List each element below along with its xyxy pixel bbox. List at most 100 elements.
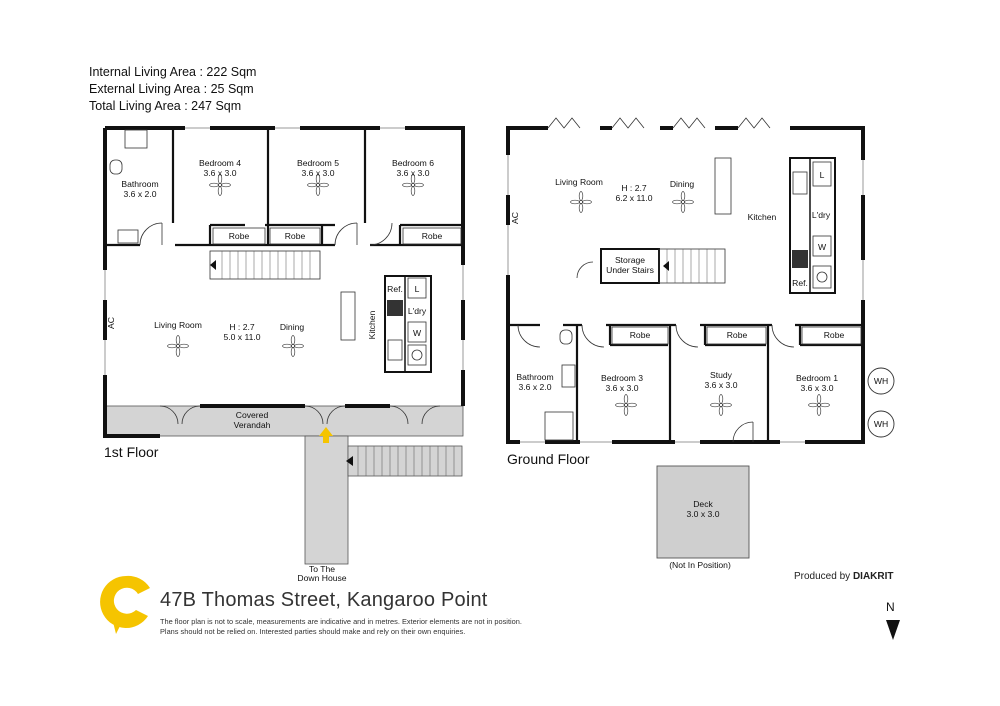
living-dim: 6.2 x 11.0	[615, 193, 652, 203]
sink-icon	[792, 171, 808, 195]
to-the-label: To The	[309, 564, 335, 574]
first-floor-plan: Bathroom 3.6 x 2.0 Bedroom 4 3.6 x 3.0 B…	[103, 126, 465, 583]
bedroom1-label: Bedroom 1	[796, 373, 838, 383]
robe-label: Robe	[422, 231, 443, 241]
internal-stair-treads	[221, 251, 311, 279]
living-dim: 5.0 x 11.0	[223, 332, 260, 342]
ceiling-fan-icon	[808, 394, 830, 416]
water-heater-2	[867, 410, 895, 438]
first-floor-inner-walls	[105, 128, 463, 247]
bedroom1-dim: 3.6 x 3.0	[801, 383, 834, 393]
ground-floor-plan: Living Room H : 2.7 6.2 x 11.0 Dining Ki…	[506, 117, 895, 570]
external-stairs	[347, 445, 463, 477]
kitchen-bench	[384, 275, 432, 373]
bathroom-dim: 3.6 x 2.0	[124, 189, 157, 199]
dining-label: Dining	[670, 179, 695, 189]
kitchen-label: Kitchen	[367, 310, 377, 339]
l-label: L	[415, 284, 420, 294]
disclaimer: The floor plan is not to scale, measurem…	[160, 617, 522, 637]
shower-icon	[124, 129, 148, 149]
vanity-icon	[561, 364, 576, 388]
ac-label: AC	[106, 317, 116, 329]
water-heater-1	[867, 367, 895, 395]
kitchen-island	[340, 291, 356, 341]
ceiling-fan-icon	[615, 394, 637, 416]
internal-area: Internal Living Area : 222 Sqm	[89, 65, 257, 79]
vanity-icon	[117, 229, 139, 244]
cooktop-icon	[792, 250, 808, 268]
covered-verandah	[104, 405, 464, 437]
stair-direction-icon	[210, 260, 216, 270]
external-stair-treads	[357, 446, 455, 476]
ground-stairs	[658, 248, 726, 284]
study-dim: 3.6 x 3.0	[705, 380, 738, 390]
ref-label: Ref.	[387, 284, 403, 294]
verandah-label: Verandah	[234, 420, 271, 430]
shower-icon	[544, 411, 574, 441]
storage-label: Storage	[615, 255, 645, 265]
ceiling-fan-icon	[710, 394, 732, 416]
ref-label: Ref.	[792, 278, 808, 288]
bathroom-label: Bathroom	[516, 372, 553, 382]
first-floor-window-glass	[104, 127, 464, 375]
total-area: Total Living Area : 247 Sqm	[89, 99, 242, 113]
robes	[212, 227, 462, 245]
cooktop-icon	[387, 300, 403, 316]
sink-icon	[387, 339, 403, 361]
covered-label: Covered	[236, 410, 269, 420]
wh-label: WH	[874, 376, 888, 386]
entry-arrow-icon	[319, 427, 333, 443]
property-address: 47B Thomas Street, Kangaroo Point	[160, 589, 488, 611]
ceiling-fan-icon	[672, 191, 694, 213]
ground-floor-inner-walls	[508, 323, 863, 442]
disclaimer-line2: Plans should not be relied on. Intereste…	[160, 627, 466, 636]
kitchen-label: Kitchen	[748, 212, 777, 222]
bedroom4-label: Bedroom 4	[199, 158, 241, 168]
bathroom-label: Bathroom	[121, 179, 158, 189]
ceiling-fan-icon	[167, 335, 189, 357]
living-room-label: Living Room	[154, 320, 202, 330]
walkway-to-down-house	[304, 435, 349, 565]
produced-by: Produced by DIAKRIT	[794, 571, 894, 582]
robe-label: Robe	[824, 330, 845, 340]
l-label: L	[820, 170, 825, 180]
bedroom6-label: Bedroom 6	[392, 158, 434, 168]
bedroom3-dim: 3.6 x 3.0	[606, 383, 639, 393]
bedroom5-dim: 3.6 x 3.0	[302, 168, 335, 178]
brand-logo-icon	[100, 575, 150, 634]
laundry-tub-icon	[407, 277, 427, 299]
bedroom4-dim: 3.6 x 3.0	[204, 168, 237, 178]
down-house-label: Down House	[297, 573, 346, 583]
bifold-doors	[547, 117, 771, 129]
first-floor-doors	[139, 222, 441, 425]
dining-label: Dining	[280, 322, 305, 332]
height-label: H : 2.7	[621, 183, 647, 193]
under-stairs-label: Under Stairs	[606, 265, 654, 275]
ceiling-fan-icon	[282, 335, 304, 357]
ground-floor-title: Ground Floor	[507, 451, 590, 467]
first-floor-outer-walls	[103, 126, 465, 438]
wh-label: WH	[874, 419, 888, 429]
study-label: Study	[710, 370, 733, 380]
ground-stair-treads	[666, 249, 716, 283]
brand-name: DIAKRIT	[852, 571, 894, 582]
living-room-label: Living Room	[555, 177, 603, 187]
north-arrow-icon	[886, 620, 900, 640]
bedroom3-label: Bedroom 3	[601, 373, 643, 383]
bathroom-dim: 3.6 x 2.0	[519, 382, 552, 392]
not-in-position-label: (Not In Position)	[669, 560, 731, 570]
robe-label: Robe	[229, 231, 250, 241]
robe-label: Robe	[630, 330, 651, 340]
disclaimer-line1: The floor plan is not to scale, measurem…	[160, 617, 522, 626]
laundry-tub-icon	[812, 161, 832, 187]
toilet-icon	[109, 159, 123, 175]
laundry-label: L'dry	[812, 210, 831, 220]
ground-floor-window-glass	[507, 155, 864, 443]
robe-label: Robe	[727, 330, 748, 340]
ac-label: AC	[510, 212, 520, 224]
laundry-label: L'dry	[408, 306, 427, 316]
height-label: H : 2.7	[229, 322, 255, 332]
stair-direction-icon	[663, 261, 669, 271]
internal-stairs	[209, 250, 321, 280]
